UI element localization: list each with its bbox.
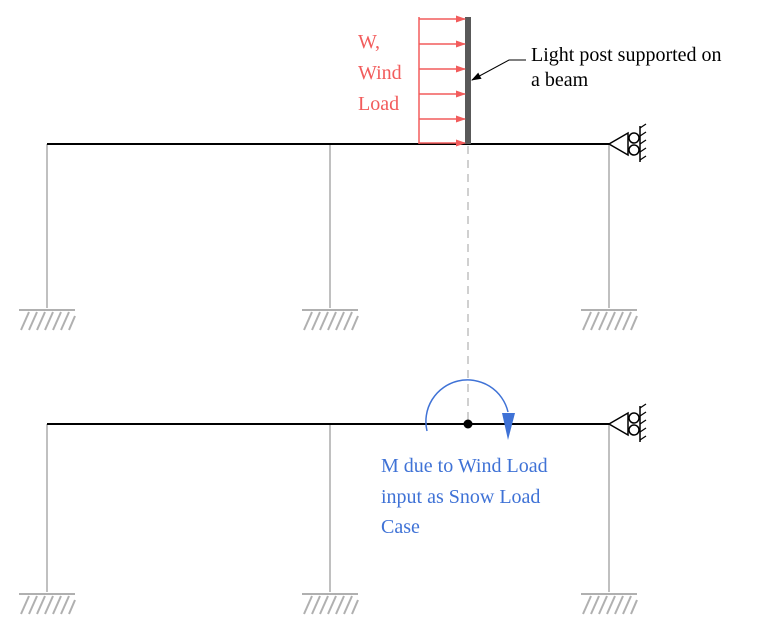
hatched-ground-icon: [302, 309, 359, 331]
bottom-frame: M due to Wind Load input as Snow Load Ca…: [19, 379, 647, 615]
curved-arrow-icon: [425, 379, 515, 440]
hatched-ground-icon: [19, 309, 76, 331]
hatched-ground-icon: [581, 309, 638, 331]
light-post: [465, 17, 471, 144]
hatched-ground-icon: [581, 593, 638, 615]
moment-label-line2: input as Snow Load: [381, 486, 540, 508]
post-leader-line: [471, 59, 526, 81]
moment-label-line1: M due to Wind Load: [381, 455, 548, 477]
roller-support-icon: [607, 403, 647, 442]
top-frame: W, Wind Load Light post supported on a b…: [19, 15, 722, 331]
wind-label-line1: W,: [358, 31, 380, 53]
wind-load-arrows: [418, 15, 466, 147]
roller-support-icon: [607, 123, 647, 162]
hatched-ground-icon: [302, 593, 359, 615]
wind-label-line2: Wind: [358, 62, 402, 84]
hatched-ground-icon: [19, 593, 76, 615]
post-label-line2: a beam: [531, 69, 589, 91]
load-point: [463, 419, 473, 429]
wind-label-line3: Load: [358, 93, 399, 115]
post-label-line1: Light post supported on: [531, 44, 722, 66]
moment-label-line3: Case: [381, 516, 420, 538]
